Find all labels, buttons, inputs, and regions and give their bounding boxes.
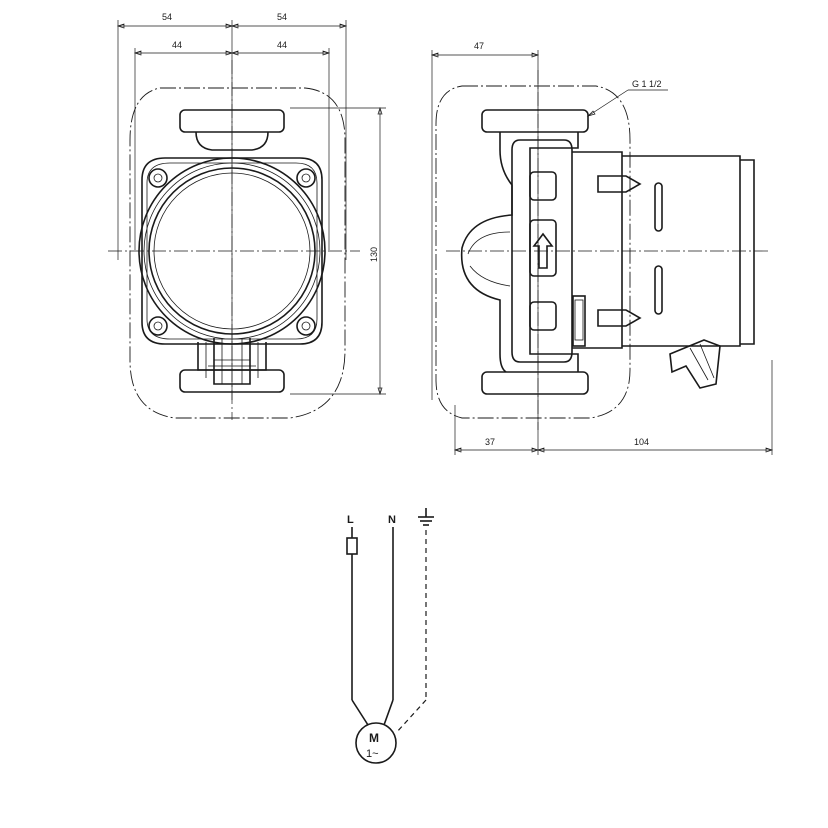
side-top-flange [481,109,589,133]
side-cable-connector [669,339,721,389]
front-pump-housing [141,157,323,345]
side-envelope-outline [435,85,631,419]
side-dimension-lines [430,50,774,455]
fuse-icon [346,537,358,555]
side-volute [460,132,579,373]
dim-front-inner-left: 44 [172,40,182,50]
motor-symbol [355,722,397,764]
dim-front-top-right: 54 [277,12,287,22]
thread-size-label: G 1 1/2 [632,79,662,89]
side-bottom-flange [481,371,589,395]
front-mounting-screws [148,168,316,336]
dim-side-bottom-left: 37 [485,437,495,447]
side-pump-head [511,139,573,363]
front-motor-face [138,157,326,345]
dim-front-inner-right: 44 [277,40,287,50]
front-bottom-flange [179,369,285,393]
side-motor [572,151,623,349]
dim-front-height: 130 [369,247,379,262]
front-view: 54 54 44 44 130 [108,12,386,420]
motor-label: M [369,731,379,745]
front-top-flange [179,109,285,133]
flow-arrow-up-icon [532,232,554,269]
side-view: 47 37 104 G 1 1/2 [430,41,774,455]
wire-label-l: L [347,514,354,526]
dim-side-bottom-right: 104 [634,437,649,447]
wiring-diagram: L N M 1~ [346,508,434,764]
dim-front-top-left: 54 [162,12,172,22]
dim-side-top: 47 [474,41,484,51]
motor-phase-label: 1~ [366,748,379,760]
earth-ground-icon [418,508,434,526]
wire-label-n: N [388,514,396,526]
front-envelope-outline [129,87,346,419]
